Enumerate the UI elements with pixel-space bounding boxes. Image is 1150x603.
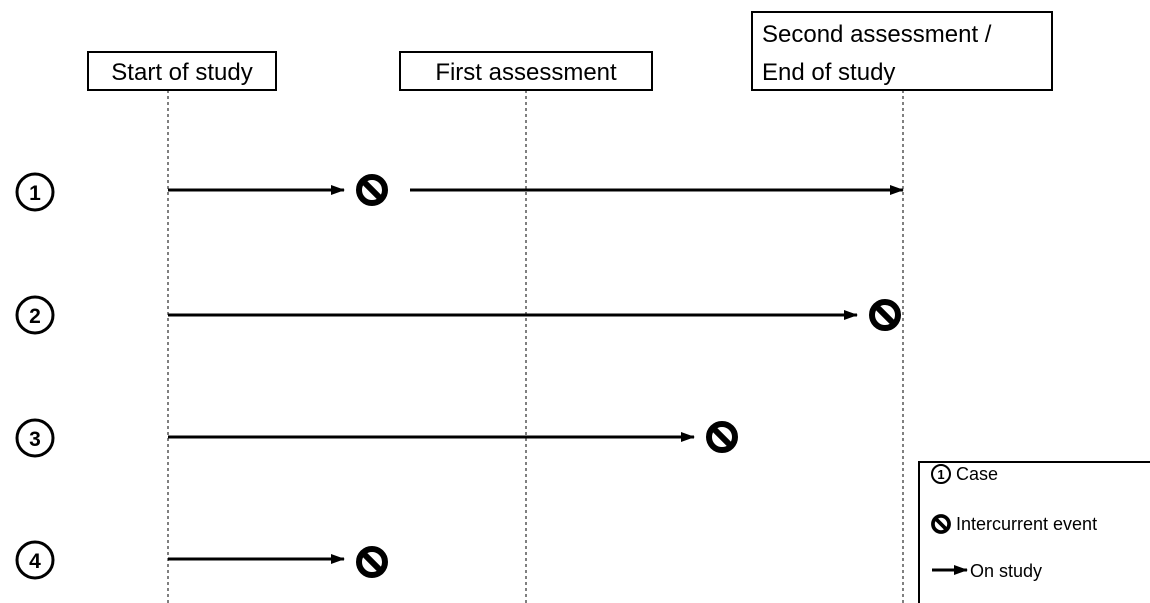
milestone-first-label: First assessment <box>435 59 617 86</box>
legend-case-label: Case <box>956 464 998 484</box>
milestone-first-assessment: First assessment <box>399 51 653 91</box>
case-number: 1 <box>29 182 41 205</box>
legend-case-item: 1 Case <box>931 464 998 484</box>
intercurrent-event-icon <box>359 549 385 575</box>
milestone-start-of-study: Start of study <box>87 51 277 91</box>
case-symbol-icon <box>931 464 951 484</box>
milestone-second-label-line2: End of study <box>762 59 895 86</box>
case-number: 4 <box>29 550 41 573</box>
case-number-circle <box>15 295 55 335</box>
intercurrent-event-icon <box>872 302 898 328</box>
case-row-2: 2 <box>15 295 898 335</box>
intercurrent-event-icon <box>709 424 735 450</box>
case-number-circle <box>15 418 55 458</box>
legend-on-study-item: On study <box>932 561 1042 581</box>
case-number: 2 <box>29 305 41 328</box>
milestone-second-label-line1: Second assessment / <box>762 21 992 48</box>
legend: 1 Case Intercurrent event On study <box>918 461 1150 603</box>
case-row-4: 4 <box>15 540 385 580</box>
milestone-second-assessment: Second assessment / End of study <box>751 11 1053 91</box>
legend-case-symbol: 1 <box>937 467 944 482</box>
case-row-3: 3 <box>15 418 735 458</box>
case-number: 3 <box>29 428 41 451</box>
milestone-start-label: Start of study <box>111 59 252 86</box>
case-row-1: 1 <box>15 172 904 212</box>
legend-on-study-label: On study <box>970 561 1042 581</box>
legend-event-item: Intercurrent event <box>931 514 1097 534</box>
legend-event-label: Intercurrent event <box>956 514 1097 534</box>
intercurrent-event-icon <box>359 177 385 203</box>
case-number-circle <box>15 172 55 212</box>
case-number-circle <box>15 540 55 580</box>
